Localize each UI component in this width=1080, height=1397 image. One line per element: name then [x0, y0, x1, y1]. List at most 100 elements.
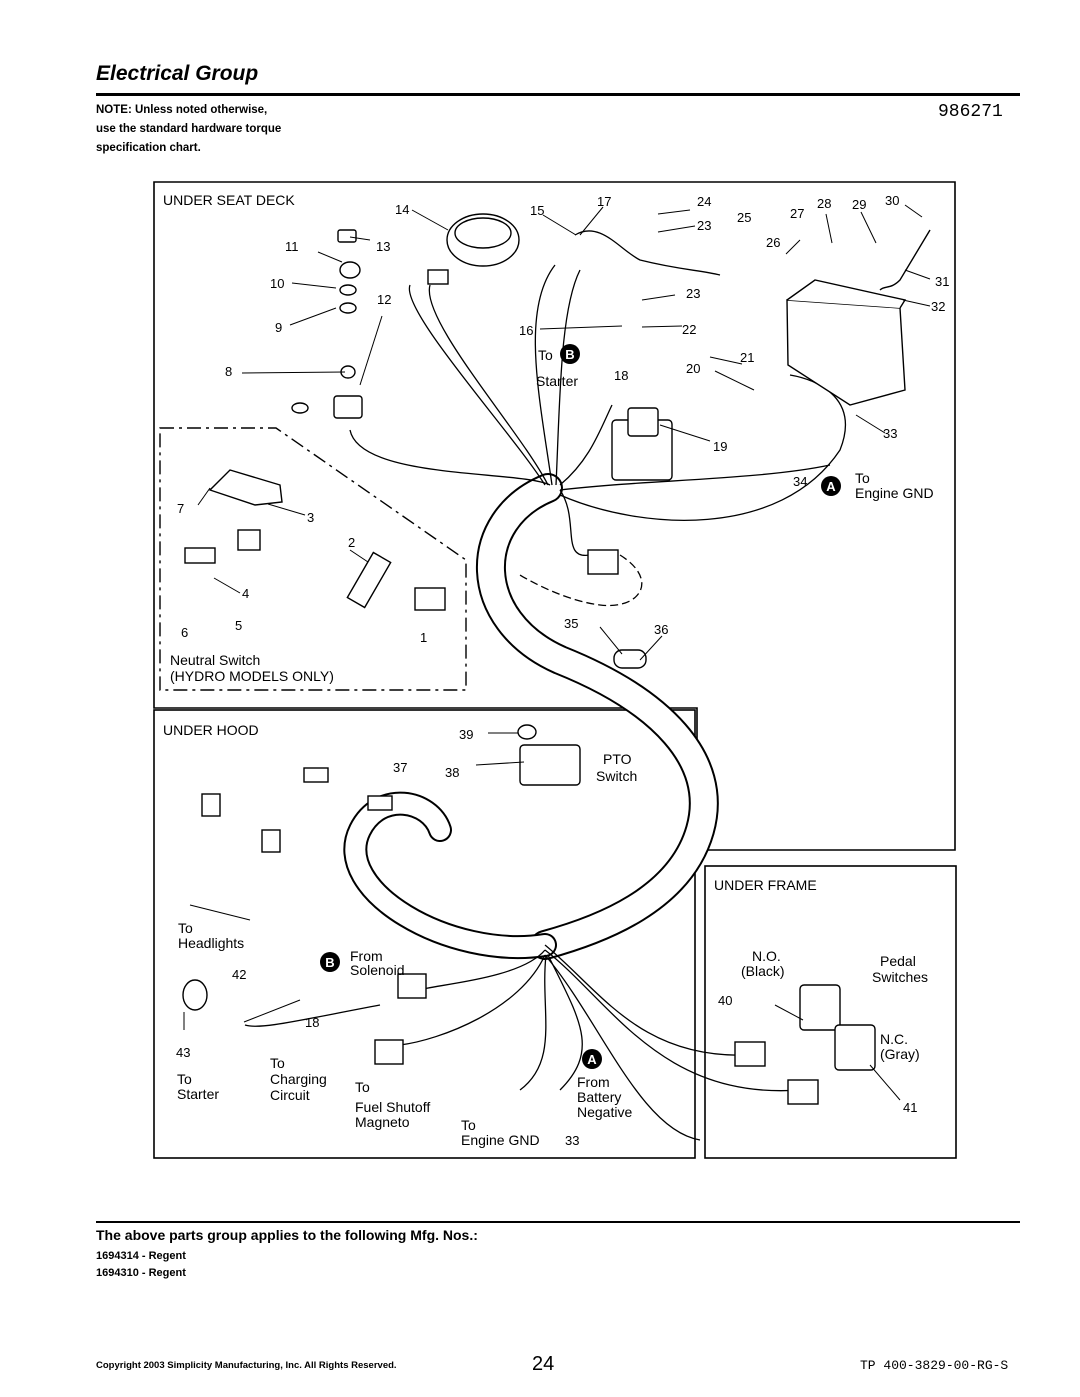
- label-switch: Switch: [596, 768, 637, 784]
- part-number: 10: [270, 276, 284, 291]
- leader-lines: [183, 204, 931, 1101]
- neutral-switch: [184, 547, 216, 564]
- part-number: 25: [737, 210, 751, 225]
- neutral-connector: [237, 529, 261, 551]
- harness-bundle: [343, 473, 719, 960]
- hour-meter-face: [454, 217, 512, 249]
- hydro-connector: [414, 587, 446, 611]
- harness-clamp: [613, 649, 647, 669]
- magneto-connector: [374, 1039, 404, 1065]
- label-to: To: [461, 1117, 476, 1133]
- part-number: 16: [519, 323, 533, 338]
- label-from: From: [350, 948, 383, 964]
- part-number: 40: [718, 993, 732, 1008]
- washer: [339, 302, 357, 314]
- page-number: 24: [532, 1353, 555, 1375]
- key-switch: [337, 229, 357, 243]
- part-number: 5: [235, 618, 242, 633]
- label-headlights: Headlights: [178, 935, 244, 951]
- ring-terminal: [182, 979, 208, 1011]
- ignition-cap: [339, 261, 361, 279]
- label-to: To: [355, 1079, 370, 1095]
- part-number: 1: [420, 630, 427, 645]
- label-to: To: [178, 920, 193, 936]
- part-number: 24: [697, 194, 711, 209]
- part-number: 27: [790, 206, 804, 221]
- under-frame-frame: [704, 865, 957, 1159]
- part-number: 6: [181, 625, 188, 640]
- lower-wires: [244, 944, 801, 1141]
- headlight-plug-upper: [201, 793, 221, 817]
- label-battery: Battery: [577, 1089, 621, 1105]
- pto-switch: [519, 744, 581, 786]
- drawing-number: 986271: [938, 102, 1003, 122]
- part-number: 42: [232, 967, 246, 982]
- section-under-hood: UNDER HOOD: [163, 722, 259, 738]
- part-number: 43: [176, 1045, 190, 1060]
- part-number: 23: [686, 286, 700, 301]
- pedal-switch-nc: [834, 1024, 876, 1071]
- part-number: 12: [377, 292, 391, 307]
- callout-a-lower: A: [582, 1049, 602, 1069]
- part-number: 26: [766, 235, 780, 250]
- part-number: 22: [682, 322, 696, 337]
- part-number: 39: [459, 727, 473, 742]
- copyright: Copyright 2003 Simplicity Manufacturing,…: [96, 1360, 397, 1371]
- torque-note: NOTE: Unless noted otherwise, use the st…: [96, 101, 356, 158]
- label-charging: Charging: [270, 1071, 327, 1087]
- title-rule: [96, 93, 1020, 96]
- battery-top: [786, 279, 907, 309]
- label-starter: Starter: [177, 1086, 219, 1102]
- part-number: 19: [713, 439, 727, 454]
- grommet: [291, 402, 309, 414]
- part-number: 11: [285, 239, 299, 254]
- hold-down-rod: [879, 229, 931, 291]
- svg-text:A: A: [587, 1052, 597, 1067]
- callout-b-upper: B: [560, 344, 580, 364]
- callout-b-lower: B: [320, 952, 340, 972]
- battery: [786, 299, 906, 406]
- part-number: 29: [852, 197, 866, 212]
- label-nc: N.C.: [880, 1031, 908, 1047]
- pedal-switch-no: [799, 984, 841, 1031]
- clip-36: [367, 795, 393, 811]
- label-no: N.O.: [752, 948, 781, 964]
- label-switches: Switches: [872, 969, 928, 985]
- svg-text:B: B: [325, 955, 334, 970]
- label-circuit: Circuit: [270, 1087, 310, 1103]
- solenoid-body: [627, 407, 659, 437]
- label-engine-gnd: Engine GND: [855, 485, 934, 501]
- part-number: 37: [393, 760, 407, 775]
- label-to: To: [855, 470, 870, 486]
- part-number: 3: [307, 510, 314, 525]
- clip-43: [303, 767, 329, 783]
- applies-rule: [96, 1221, 1020, 1223]
- part-number: 34: [793, 474, 807, 489]
- part-number: 21: [740, 350, 754, 365]
- diode: [346, 551, 392, 609]
- label-solenoid: Solenoid: [350, 962, 405, 978]
- pto-knob: [517, 724, 537, 740]
- part-number: 7: [177, 501, 184, 516]
- part-number: 32: [931, 299, 945, 314]
- part-number: 30: [885, 193, 899, 208]
- part-number: 18: [305, 1015, 319, 1030]
- label-negative: Negative: [577, 1104, 632, 1120]
- part-number: 38: [445, 765, 459, 780]
- part-number: 33: [565, 1133, 579, 1148]
- label-neutral-switch: Neutral Switch: [170, 652, 260, 668]
- svg-text:B: B: [565, 347, 574, 362]
- harness-connector-lower: [587, 549, 619, 575]
- label-gray: (Gray): [880, 1046, 920, 1062]
- mfg-number: 1694314 - Regent: [96, 1250, 186, 1262]
- pedal-plug-b: [787, 1079, 819, 1105]
- part-number: 28: [817, 196, 831, 211]
- section-under-seat-deck: UNDER SEAT DECK: [163, 192, 295, 208]
- section-under-frame: UNDER FRAME: [714, 877, 817, 893]
- components: [182, 213, 931, 1105]
- part-number: 41: [903, 1100, 917, 1115]
- part-number: 33: [883, 426, 897, 441]
- hood-loop-fill: [345, 793, 555, 957]
- headlight-plug-lower: [261, 829, 281, 853]
- part-number: 9: [275, 320, 282, 335]
